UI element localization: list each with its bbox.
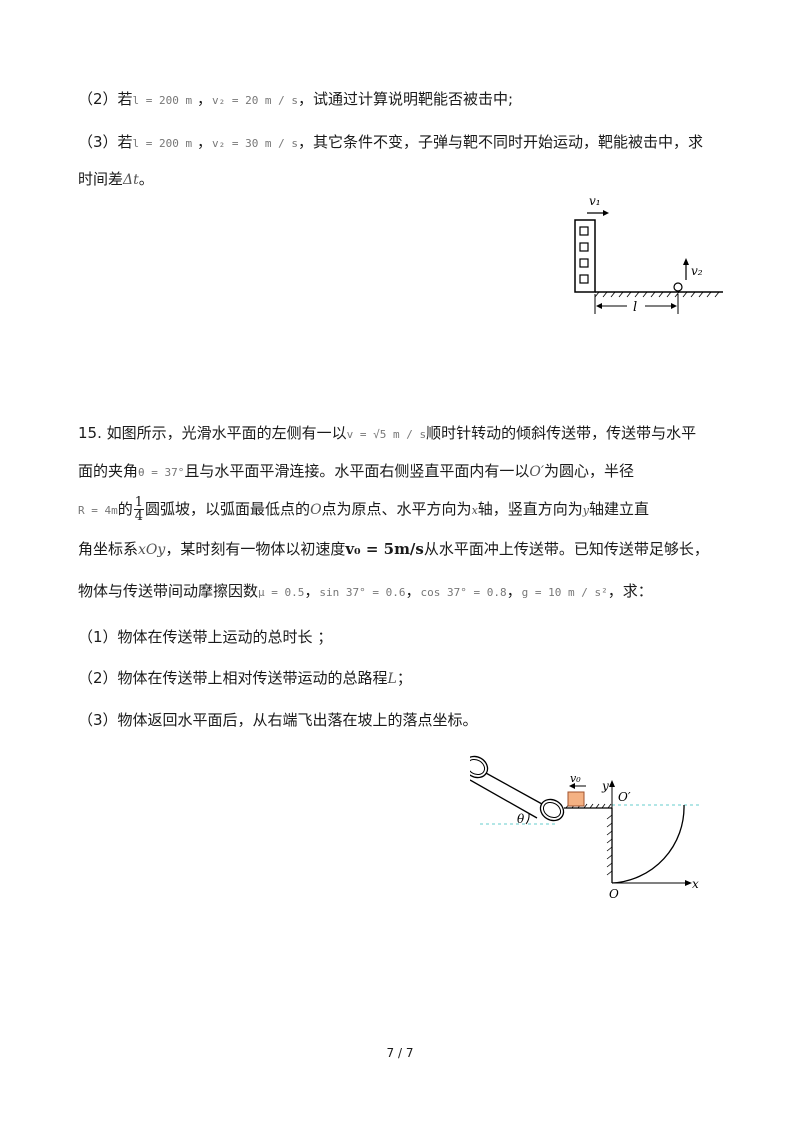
page-number: 7 / 7 bbox=[386, 1046, 414, 1060]
figure-conveyor-arc: θ v₀ y x O′ O bbox=[470, 755, 700, 900]
q15-line-1: 15. 如图所示，光滑水平面的左侧有一以v = √5 m / s顺时针转动的倾斜… bbox=[78, 424, 697, 442]
q15-line-4: 角坐标系xOy，某时刻有一物体以初速度v₀ = 5m/s从水平面冲上传送带。已知… bbox=[78, 540, 709, 558]
l-value: l = 200 m bbox=[132, 137, 193, 150]
origin-label: O bbox=[609, 887, 619, 900]
l-value: l = 200 m bbox=[132, 94, 193, 107]
q15-sub-2: （2）物体在传送带上相对传送带运动的总路程L； bbox=[78, 669, 412, 687]
block bbox=[567, 791, 585, 807]
question-3-line-2: 时间差Δt。 bbox=[78, 170, 154, 188]
q15-sub-1: （1）物体在传送带上运动的总时长 ； bbox=[78, 628, 333, 646]
question-3: （3）若l = 200 m ，v₂ = 30 m / s，其它条件不变，子弹与靶… bbox=[78, 133, 704, 151]
figure-building-target: v₁ v₂ l bbox=[574, 194, 723, 315]
roller-top bbox=[470, 755, 489, 779]
v2-value: v₂ = 30 m / s bbox=[211, 137, 299, 150]
v1-label: v₁ bbox=[589, 194, 601, 208]
v2-label: v₂ bbox=[691, 264, 703, 278]
arc-slope bbox=[611, 804, 685, 884]
y-axis-label: y bbox=[601, 779, 609, 793]
building bbox=[574, 219, 596, 293]
question-2: （2）若l = 200 m ，v₂ = 20 m / s，试通过计算说明靶能否被… bbox=[78, 90, 514, 108]
belt-bottom bbox=[470, 779, 538, 819]
target bbox=[673, 282, 683, 292]
l-dim-label: l bbox=[633, 300, 637, 315]
o-prime-label: O′ bbox=[618, 790, 631, 804]
q15-line-5: 物体与传送带间动摩擦因数μ = 0.5，sin 37° = 0.6，cos 37… bbox=[78, 582, 653, 600]
v2-value: v₂ = 20 m / s bbox=[211, 94, 299, 107]
v0-label: v₀ bbox=[570, 772, 581, 785]
delta-t: Δt bbox=[123, 172, 139, 188]
q15-sub-3: （3）物体返回水平面后，从右端飞出落在坡上的落点坐标。 bbox=[78, 711, 478, 729]
theta-label: θ bbox=[517, 812, 525, 826]
x-axis-label: x bbox=[692, 877, 699, 891]
roller-bottom bbox=[539, 798, 565, 822]
q15-line-2: 面的夹角θ = 37°且与水平面平滑连接。水平面右侧竖直平面内有一以O′为圆心，… bbox=[78, 462, 635, 480]
